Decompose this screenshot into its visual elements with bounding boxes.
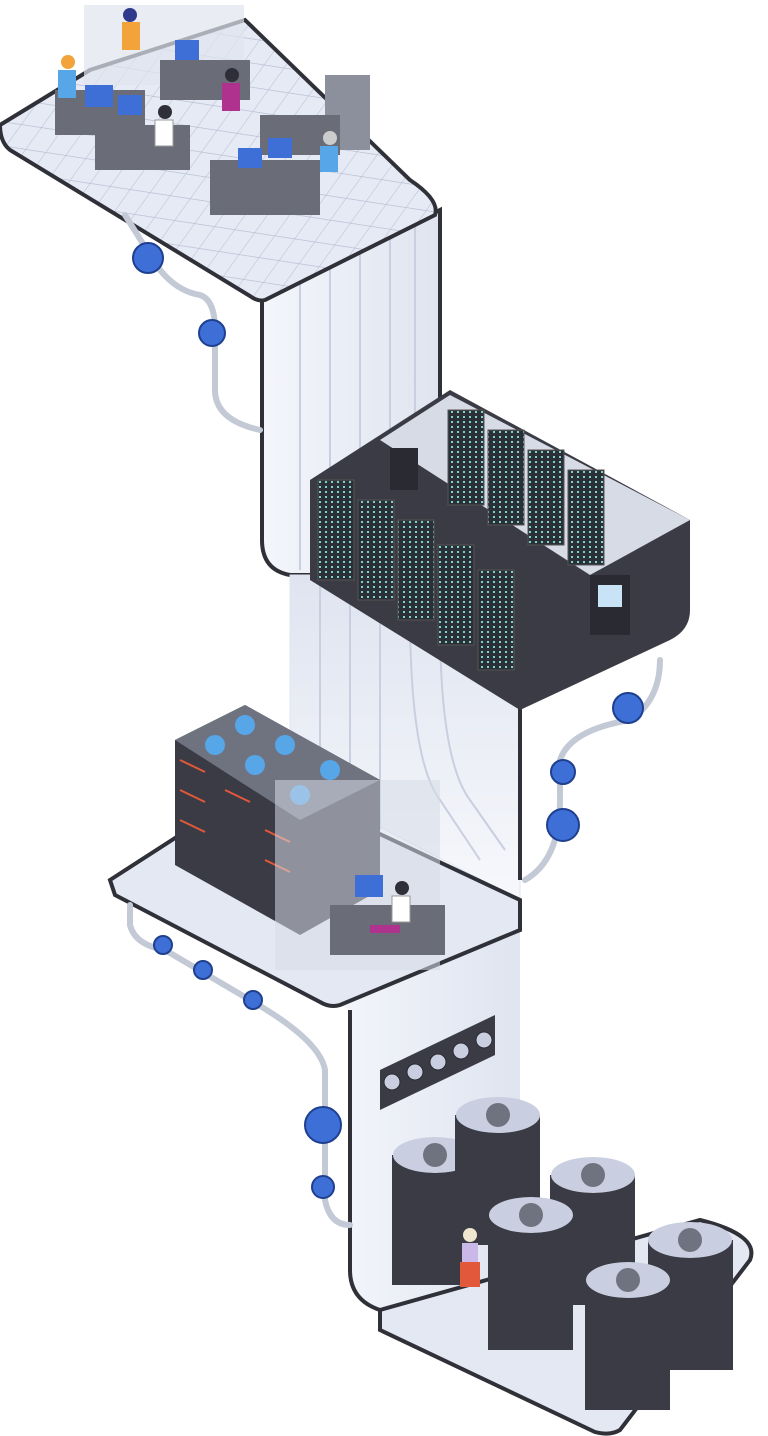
monitors <box>85 40 292 168</box>
office-workers <box>58 8 338 172</box>
workstation <box>330 875 445 955</box>
server-room <box>310 390 690 710</box>
gear-icon <box>612 692 644 724</box>
gear-icon <box>311 1175 335 1199</box>
cooling-units <box>392 1097 733 1410</box>
gear-icon <box>243 990 263 1010</box>
exhaust-fan-panel <box>380 1015 495 1110</box>
cooling-platform <box>378 1015 754 1436</box>
gear-icon <box>550 759 576 785</box>
gear-icon <box>546 808 580 842</box>
gear-icon <box>198 319 226 347</box>
gear-icon <box>153 935 173 955</box>
gear-icon <box>304 1106 342 1144</box>
office-platform <box>0 5 438 303</box>
pipes <box>122 212 663 1228</box>
gear-icon <box>132 242 164 274</box>
gear-icon <box>193 960 213 980</box>
datacenter-platform <box>107 705 522 1008</box>
server-cabinets <box>317 409 605 671</box>
technician <box>460 1228 480 1287</box>
door <box>390 448 418 490</box>
gear-icons <box>132 242 644 1199</box>
